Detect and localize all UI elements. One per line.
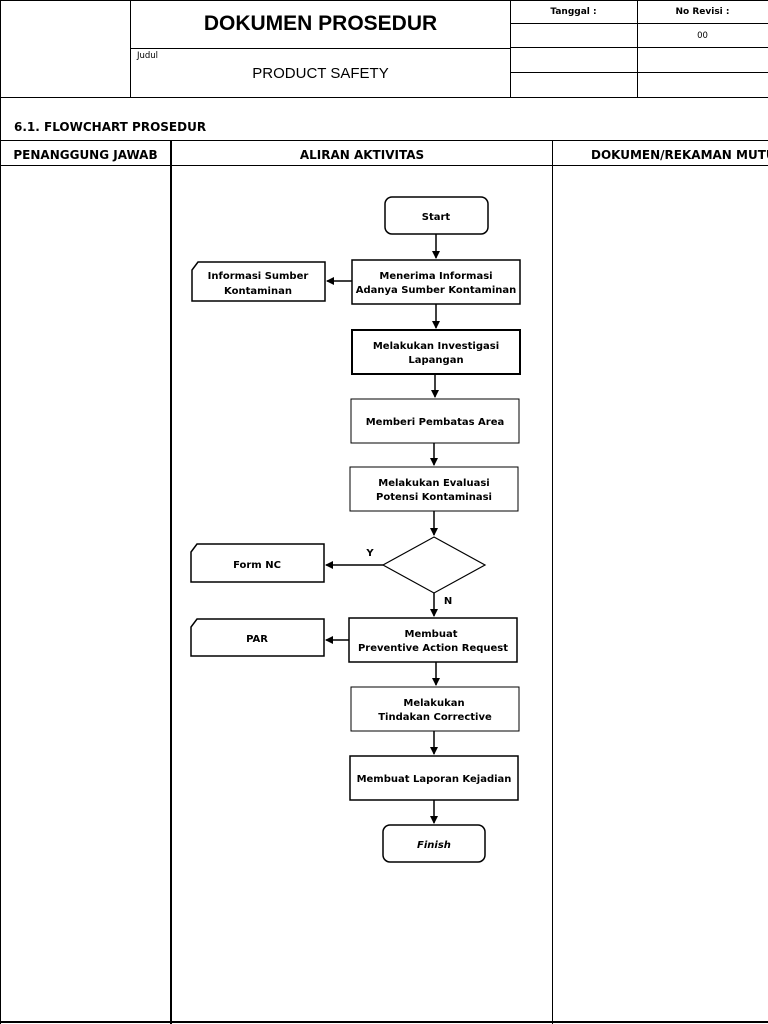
tanggal-label: Tanggal : bbox=[550, 7, 597, 17]
no-revisi-value: 00 bbox=[697, 31, 708, 41]
column-header-penanggung-jawab: PENANGGUNG JAWAB bbox=[13, 148, 158, 162]
decision-no-label: N bbox=[444, 596, 452, 607]
step-evaluasi-potensi bbox=[349, 466, 519, 512]
step-laporan-kejadian bbox=[349, 755, 519, 801]
judul-label: Judul bbox=[137, 51, 159, 61]
header-title-divider bbox=[130, 48, 511, 49]
step6-line1: Melakukan bbox=[403, 698, 464, 709]
step-pembatas-area bbox=[350, 398, 520, 444]
section-heading: 6.1. FLOWCHART PROSEDUR bbox=[14, 120, 207, 134]
step-tindakan-corrective bbox=[350, 686, 520, 732]
doc1-line1: Informasi Sumber bbox=[208, 271, 309, 282]
column-header-aliran-aktivitas: ALIRAN AKTIVITAS bbox=[299, 148, 425, 162]
step-investigasi-lapangan bbox=[351, 329, 521, 375]
step2-line2: Lapangan bbox=[408, 355, 463, 366]
step1-line2: Adanya Sumber Kontaminan bbox=[356, 285, 517, 296]
finish-terminator bbox=[382, 824, 486, 863]
decision-yes-label: Y bbox=[365, 548, 374, 559]
doc3-label: PAR bbox=[246, 634, 268, 645]
step-preventive-action bbox=[348, 617, 518, 663]
step6-line2: Tindakan Corrective bbox=[378, 712, 492, 723]
decision-diamond bbox=[381, 536, 487, 594]
step1-line1: Menerima Informasi bbox=[379, 271, 492, 282]
column-divider-2 bbox=[552, 140, 553, 1024]
doc1-line2: Kontaminan bbox=[224, 286, 292, 297]
document-title: DOKUMEN PROSEDUR bbox=[203, 12, 438, 35]
document-subtitle: PRODUCT SAFETY bbox=[252, 65, 389, 82]
page-left-border bbox=[0, 0, 1, 1024]
start-label: Start bbox=[422, 212, 451, 223]
table-top-border bbox=[0, 140, 768, 141]
column-header-dokumen-clip: DOKUMEN/REKAMAN MUTU bbox=[553, 141, 768, 165]
finish-label: Finish bbox=[417, 840, 451, 851]
header-info-row1 bbox=[510, 23, 768, 24]
header-info-row2 bbox=[510, 47, 768, 48]
step2-line1: Melakukan Investigasi bbox=[373, 341, 499, 352]
step5-line1: Membuat bbox=[405, 629, 458, 640]
step4-line1: Melakukan Evaluasi bbox=[378, 478, 489, 489]
header-bottom-border bbox=[0, 97, 768, 98]
column-header-dokumen: DOKUMEN/REKAMAN MUTU bbox=[591, 148, 768, 162]
document-informasi-sumber bbox=[191, 261, 326, 302]
step4-line2: Potensi Kontaminasi bbox=[376, 492, 492, 503]
table-bottom-border bbox=[0, 1021, 768, 1023]
table-header-bottom bbox=[0, 165, 768, 166]
doc2-label: Form NC bbox=[233, 560, 281, 571]
header-info-row3 bbox=[510, 72, 768, 73]
step-menerima-informasi bbox=[351, 259, 521, 305]
header-top-border bbox=[0, 0, 768, 1]
column-divider-1 bbox=[170, 140, 172, 1024]
header-info-divider bbox=[510, 0, 511, 98]
header-revisi-divider bbox=[637, 0, 638, 98]
step3-label: Memberi Pembatas Area bbox=[366, 417, 505, 428]
no-revisi-label: No Revisi : bbox=[675, 7, 730, 17]
document-par bbox=[190, 618, 325, 657]
step7-label: Membuat Laporan Kejadian bbox=[357, 774, 512, 785]
step5-line2: Preventive Action Request bbox=[358, 643, 508, 654]
document-form-nc bbox=[190, 543, 325, 583]
header-logo-divider bbox=[130, 0, 131, 98]
